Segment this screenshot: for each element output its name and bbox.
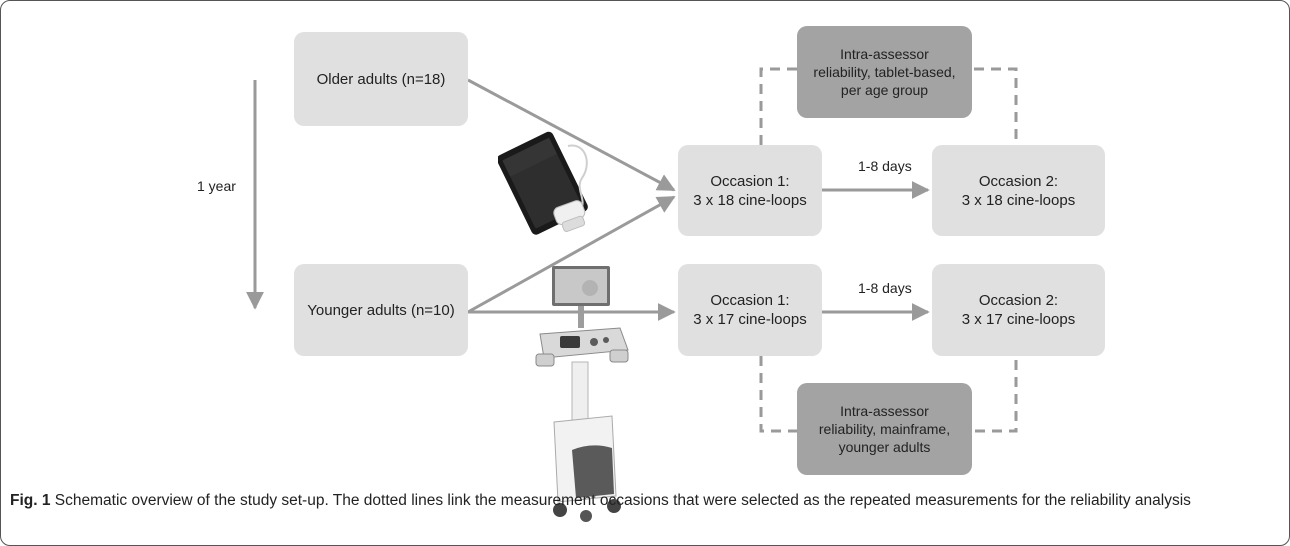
interval-label-top: 1-8 days xyxy=(858,158,912,174)
younger-adults-label: Younger adults (n=10) xyxy=(307,301,455,319)
reliability-mainframe-line1: Intra-assessor xyxy=(840,403,929,419)
occasion1-bottom-title: Occasion 1: xyxy=(710,292,790,309)
arrow-older-to-occasion1 xyxy=(467,78,676,192)
older-adults-box: Older adults (n=18) xyxy=(294,32,468,126)
occasion1-bottom-detail: 3 x 17 cine-loops xyxy=(693,311,807,328)
reliability-mainframe-line2: reliability, mainframe, xyxy=(818,421,951,437)
reliability-mainframe-box: Intra-assessor reliability, mainframe, y… xyxy=(797,383,972,475)
reliability-tablet-line2: reliability, tablet-based, xyxy=(813,64,956,80)
reliability-tablet-box: Intra-assessor reliability, tablet-based… xyxy=(797,26,972,118)
occasion2-top-box: Occasion 2: 3 x 18 cine-loops xyxy=(932,145,1105,236)
reliability-tablet-line3: per age group xyxy=(840,82,929,98)
younger-adults-box: Younger adults (n=10) xyxy=(294,264,468,356)
reliability-mainframe-line3: younger adults xyxy=(838,439,931,455)
occasion2-bottom-title: Occasion 2: xyxy=(978,292,1059,309)
occasion2-bottom-box: Occasion 2: 3 x 17 cine-loops xyxy=(932,264,1105,356)
occasion1-bottom-box: Occasion 1: 3 x 17 cine-loops xyxy=(678,264,822,356)
figure-label: Fig. 1 xyxy=(10,492,51,509)
occasion2-top-title: Occasion 2: xyxy=(978,172,1059,190)
occasion1-top-detail: 3 x 18 cine-loops xyxy=(693,191,807,209)
figure-caption-text: Schematic overview of the study set-up. … xyxy=(54,492,1191,509)
figure-caption: Fig. 1 Schematic overview of the study s… xyxy=(10,490,1276,512)
time-label: 1 year xyxy=(197,178,236,194)
dashed-link-tablet-reliability xyxy=(759,67,1018,145)
mainframe-ultrasound-image xyxy=(535,266,629,522)
occasion2-bottom-detail: 3 x 17 cine-loops xyxy=(961,311,1076,328)
reliability-tablet-line1: Intra-assessor xyxy=(840,46,929,62)
tablet-ultrasound-image xyxy=(498,131,588,235)
dashed-link-mainframe-reliability xyxy=(759,356,1018,433)
occasion2-top-detail: 3 x 18 cine-loops xyxy=(961,191,1076,209)
interval-label-bottom: 1-8 days xyxy=(858,280,912,296)
occasion1-top-title: Occasion 1: xyxy=(710,172,790,190)
older-adults-label: Older adults (n=18) xyxy=(316,70,446,88)
arrow-younger-to-occasion1-top xyxy=(467,195,676,314)
occasion1-top-box: Occasion 1: 3 x 18 cine-loops xyxy=(678,145,822,236)
